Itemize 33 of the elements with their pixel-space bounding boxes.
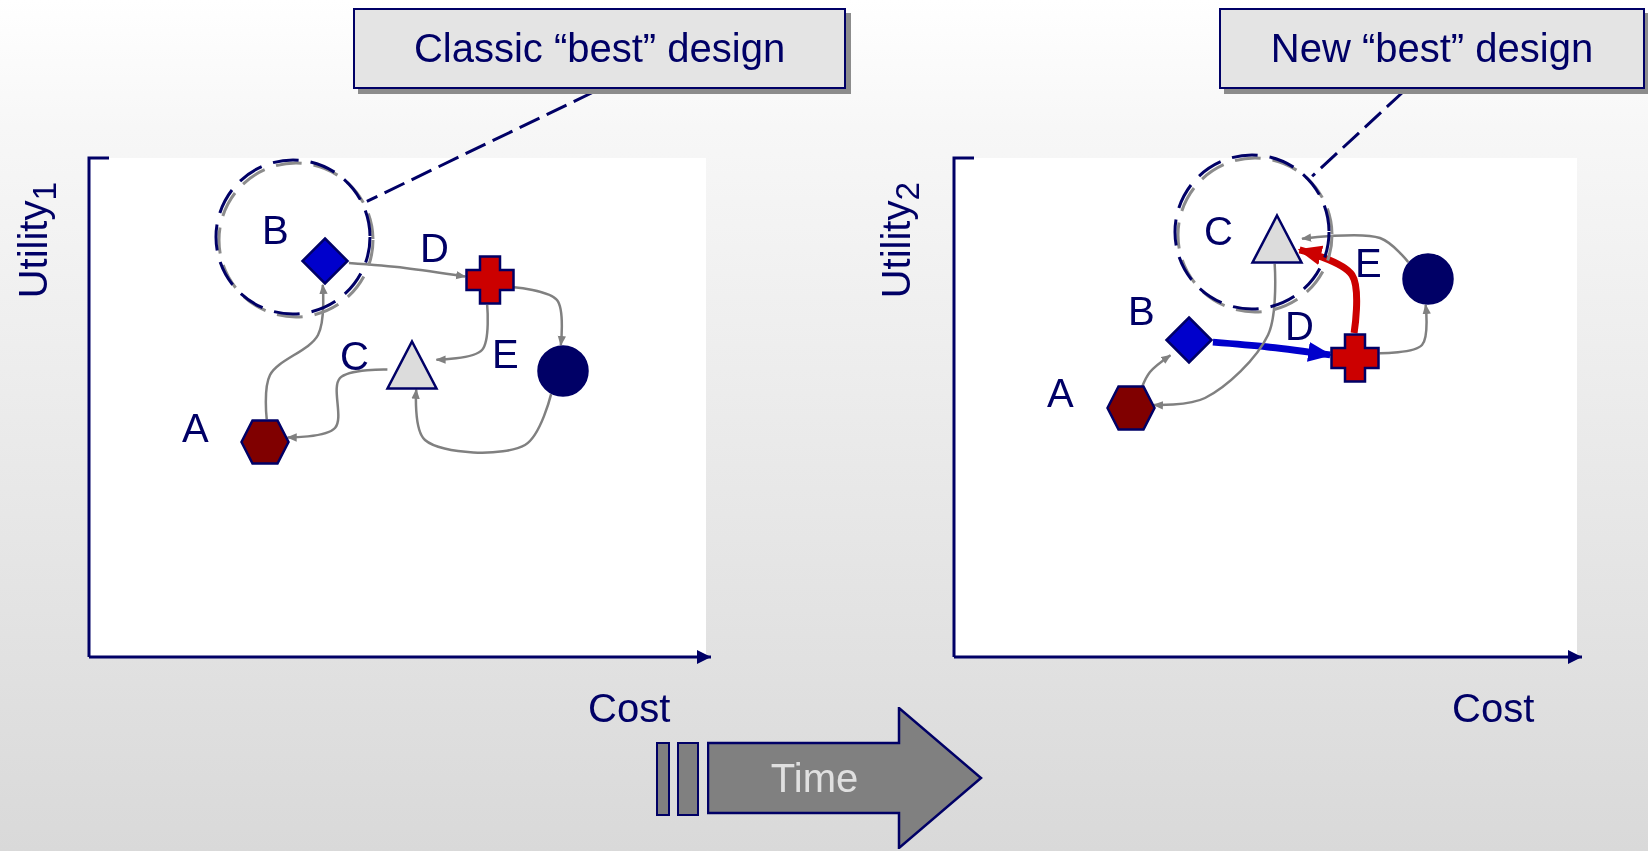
point-label: E [492, 334, 519, 374]
circle-marker [537, 345, 589, 397]
arrow [1301, 233, 1410, 263]
arrow [1379, 304, 1431, 355]
point-label: E [1355, 243, 1382, 283]
arrow [264, 284, 328, 420]
hexagon-marker [240, 419, 290, 465]
arrow [348, 261, 467, 280]
point-label: A [182, 408, 209, 448]
point-label: A [1047, 373, 1074, 413]
x-axis-label: Cost [588, 688, 671, 728]
arrow [1152, 263, 1277, 410]
point-label: C [1204, 211, 1233, 251]
triangle-marker [386, 340, 438, 390]
arrow [411, 388, 553, 454]
arrow [1297, 245, 1361, 334]
point-label: D [1285, 306, 1314, 346]
arrow [513, 285, 566, 346]
hexagon-marker [1106, 385, 1156, 431]
point-label: B [1128, 291, 1155, 331]
triangle-marker [1251, 214, 1303, 264]
point-label: D [420, 228, 449, 268]
diamond-marker [301, 237, 349, 285]
point-label: B [262, 210, 289, 250]
time-arrow: Time [707, 707, 983, 849]
cross-marker [1330, 333, 1380, 383]
x-axis-label: Cost [1452, 688, 1535, 728]
arrow [435, 304, 489, 364]
circle-marker [1402, 253, 1454, 305]
cross-marker [465, 255, 515, 305]
diamond-marker [1165, 316, 1213, 364]
arrow [286, 368, 388, 442]
point-label: C [340, 336, 369, 376]
